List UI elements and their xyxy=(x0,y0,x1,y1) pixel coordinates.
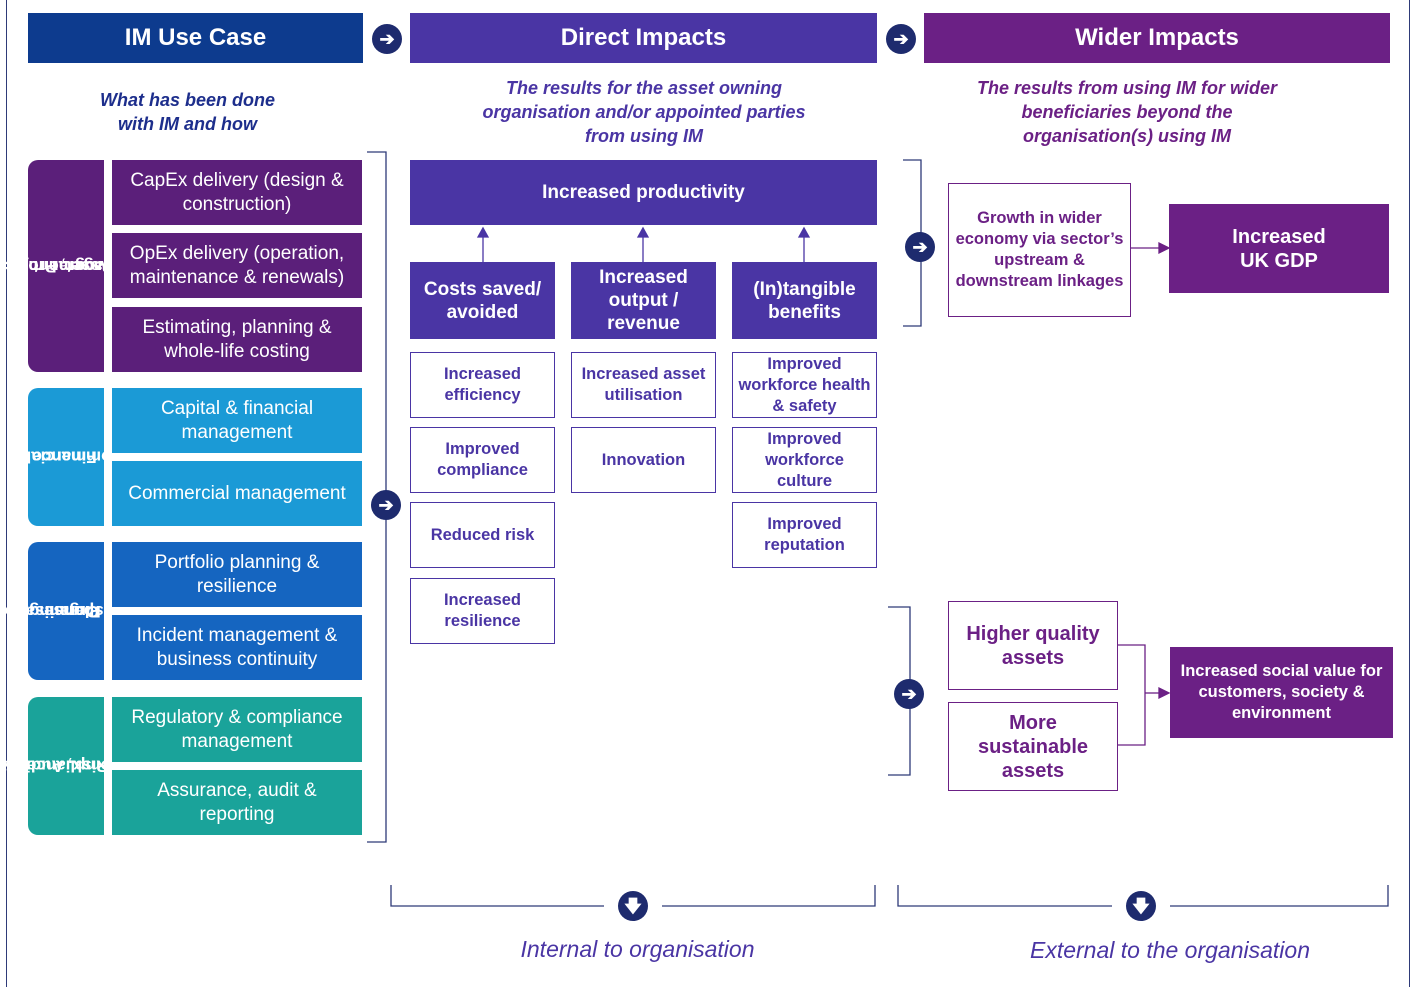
external-bracket xyxy=(897,885,1389,907)
higher-quality-assets: Higher quality assets xyxy=(948,601,1118,690)
arrow-right-circle-icon: ➔ xyxy=(905,232,935,262)
arrow-right-icon xyxy=(1158,241,1171,255)
arrow-up-icon xyxy=(636,226,650,238)
increased-social-value: Increased social value for customers, so… xyxy=(1170,647,1393,738)
column-costs-saved: Costs saved/ avoided xyxy=(410,262,555,339)
arrow-up-icon xyxy=(476,226,490,238)
subtitle-direct: The results for the asset owning organis… xyxy=(482,78,806,146)
impact-improved-compliance: Improved compliance xyxy=(410,427,555,493)
impact-increased-efficiency: Increased efficiency xyxy=(410,352,555,418)
header-im-use-case: IM Use Case xyxy=(28,13,363,63)
internal-bracket xyxy=(390,885,876,907)
arrow-up-icon xyxy=(797,226,811,238)
page-frame xyxy=(6,0,1410,987)
column-intangible-benefits: (In)tangible benefits xyxy=(732,262,877,339)
impact-reduced-risk: Reduced risk xyxy=(410,502,555,568)
wider-economy-growth: Growth in wider economy via sector’s ups… xyxy=(948,183,1131,317)
impact-increased-resilience: Increased resilience xyxy=(410,578,555,644)
use-case-regulatory: Regulatory & compliance management xyxy=(112,697,362,762)
subtitle-wider: The results from using IM for wider bene… xyxy=(976,78,1278,146)
arrow-down-circle-icon: 🡇 xyxy=(618,891,648,921)
use-case-estimating: Estimating, planning & whole-life costin… xyxy=(112,307,362,372)
use-case-incident: Incident management & business continuit… xyxy=(112,615,362,680)
use-case-capex: CapEx delivery (design & construction) xyxy=(112,160,362,225)
arrow-right-icon xyxy=(1158,686,1171,700)
more-sustainable-assets: More sustainable assets xyxy=(948,702,1118,791)
arrow-right-circle-icon: ➔ xyxy=(886,24,916,54)
arrow-right-circle-icon: ➔ xyxy=(894,679,924,709)
use-case-capital-financial: Capital & financial management xyxy=(112,388,362,453)
use-case-opex: OpEx delivery (operation, maintenance & … xyxy=(112,233,362,298)
impact-improved-reputation: Improved reputation xyxy=(732,502,877,568)
footer-internal: Internal to organisation xyxy=(520,936,755,962)
subtitle-use-case: What has been done with IM and how xyxy=(99,90,276,134)
impact-innovation: Innovation xyxy=(571,427,716,493)
arrow-right-circle-icon: ➔ xyxy=(371,490,401,520)
category-risk-audit-compliance: Risk, Audit &Compliance xyxy=(4,697,124,835)
impact-workforce-health-safety: Improved workforce health & safety xyxy=(732,352,877,418)
increased-productivity: Increased productivity xyxy=(410,160,877,225)
impact-workforce-culture: Improved workforce culture xyxy=(732,427,877,493)
header-wider-impacts: Wider Impacts xyxy=(924,13,1390,63)
category-finance-commercial: Finance &Commercial xyxy=(16,388,124,526)
footer-external: External to the organisation xyxy=(1029,937,1310,963)
arrow-right-circle-icon: ➔ xyxy=(372,24,402,54)
use-case-assurance: Assurance, audit & reporting xyxy=(112,770,362,835)
use-case-commercial: Commercial management xyxy=(112,461,362,526)
arrow-down-circle-icon: 🡇 xyxy=(1126,891,1156,921)
header-direct-impacts: Direct Impacts xyxy=(410,13,877,63)
increased-uk-gdp: Increased UK GDP xyxy=(1169,204,1389,293)
impact-asset-utilisation: Increased asset utilisation xyxy=(571,352,716,418)
column-increased-output: Increased output / revenue xyxy=(571,262,716,339)
use-case-portfolio: Portfolio planning & resilience xyxy=(112,542,362,607)
